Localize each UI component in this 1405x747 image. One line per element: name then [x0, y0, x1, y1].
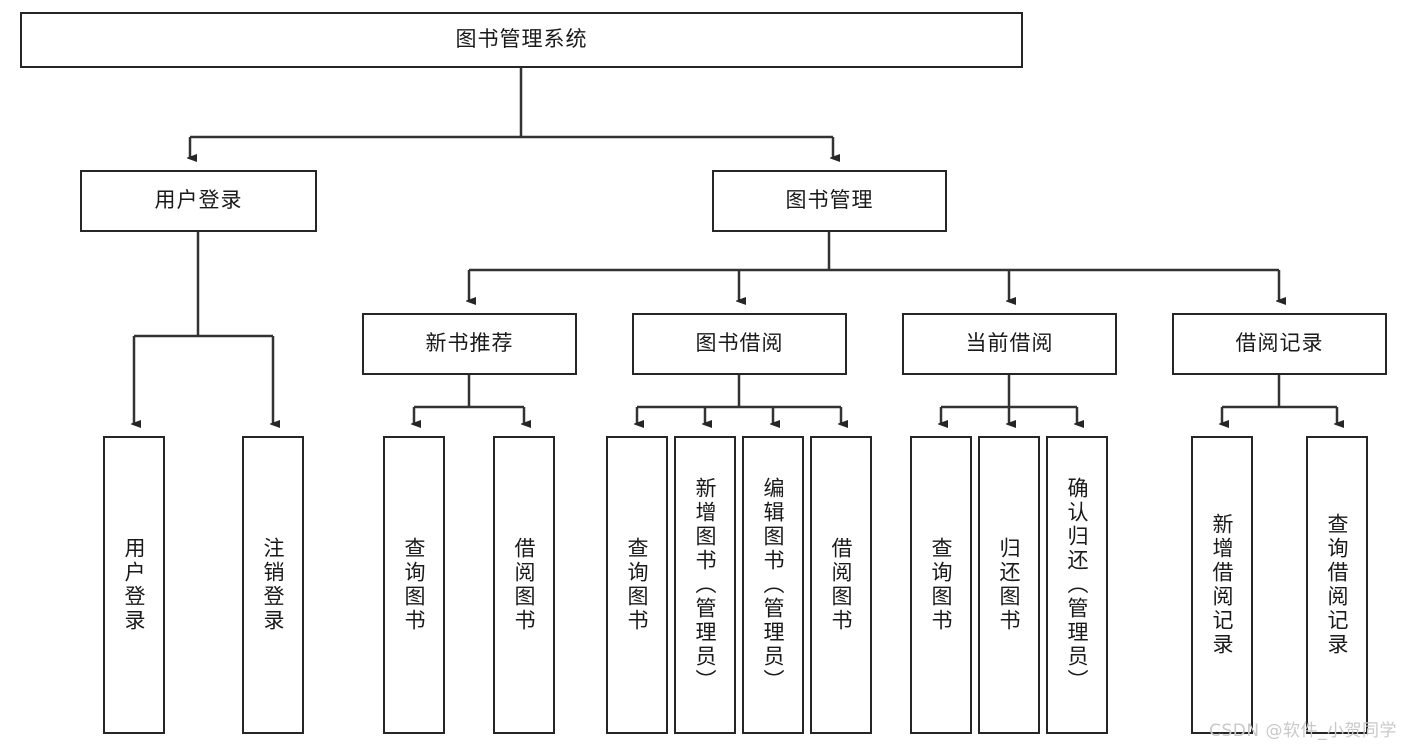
- node-label: 新增借阅记录: [1210, 513, 1235, 657]
- node-root-book-management-system[interactable]: 图书管理系统: [20, 12, 1023, 68]
- node-leaf-edit-book-admin[interactable]: 编辑图书（管理员）: [742, 436, 804, 734]
- node-leaf-query-book-recommend[interactable]: 查询图书: [383, 436, 445, 734]
- node-label: 查询图书: [929, 537, 954, 633]
- node-book-management[interactable]: 图书管理: [712, 170, 947, 232]
- node-label: 用户登录: [154, 188, 243, 213]
- node-borrow-record[interactable]: 借阅记录: [1172, 313, 1387, 375]
- node-leaf-add-borrow-record[interactable]: 新增借阅记录: [1191, 436, 1253, 734]
- node-label: 借阅图书: [829, 537, 854, 633]
- node-new-book-recommend[interactable]: 新书推荐: [362, 313, 577, 375]
- watermark: CSDN @软件_小贺同学: [1209, 721, 1397, 741]
- node-label: 归还图书: [997, 537, 1022, 633]
- node-label: 注销登录: [261, 537, 286, 633]
- node-leaf-add-book-admin[interactable]: 新增图书（管理员）: [674, 436, 736, 734]
- node-label: 确认归还（管理员）: [1065, 477, 1090, 693]
- node-label: 编辑图书（管理员）: [761, 477, 786, 693]
- node-leaf-user-login[interactable]: 用户登录: [103, 436, 165, 734]
- node-label: 新书推荐: [425, 331, 514, 356]
- node-label: 查询借阅记录: [1325, 513, 1350, 657]
- node-label: 新增图书（管理员）: [693, 477, 718, 693]
- node-leaf-logout[interactable]: 注销登录: [242, 436, 304, 734]
- node-label: 当前借阅: [965, 331, 1054, 356]
- node-label: 借阅图书: [512, 537, 537, 633]
- node-leaf-query-book-borrow[interactable]: 查询图书: [606, 436, 668, 734]
- node-label: 查询图书: [402, 537, 427, 633]
- node-leaf-borrow-book-recommend[interactable]: 借阅图书: [493, 436, 555, 734]
- node-leaf-query-book-current[interactable]: 查询图书: [910, 436, 972, 734]
- node-leaf-confirm-return-admin[interactable]: 确认归还（管理员）: [1046, 436, 1108, 734]
- node-user-login[interactable]: 用户登录: [80, 170, 317, 232]
- node-leaf-return-book[interactable]: 归还图书: [978, 436, 1040, 734]
- node-label: 用户登录: [122, 537, 147, 633]
- node-label: 图书管理系统: [455, 27, 588, 52]
- node-label: 图书管理: [785, 188, 874, 213]
- node-leaf-query-borrow-record[interactable]: 查询借阅记录: [1306, 436, 1368, 734]
- node-label: 借阅记录: [1235, 331, 1324, 356]
- node-label: 查询图书: [625, 537, 650, 633]
- node-book-borrow[interactable]: 图书借阅: [632, 313, 847, 375]
- node-label: 图书借阅: [695, 331, 784, 356]
- node-current-borrow[interactable]: 当前借阅: [902, 313, 1117, 375]
- node-leaf-borrow-book[interactable]: 借阅图书: [810, 436, 872, 734]
